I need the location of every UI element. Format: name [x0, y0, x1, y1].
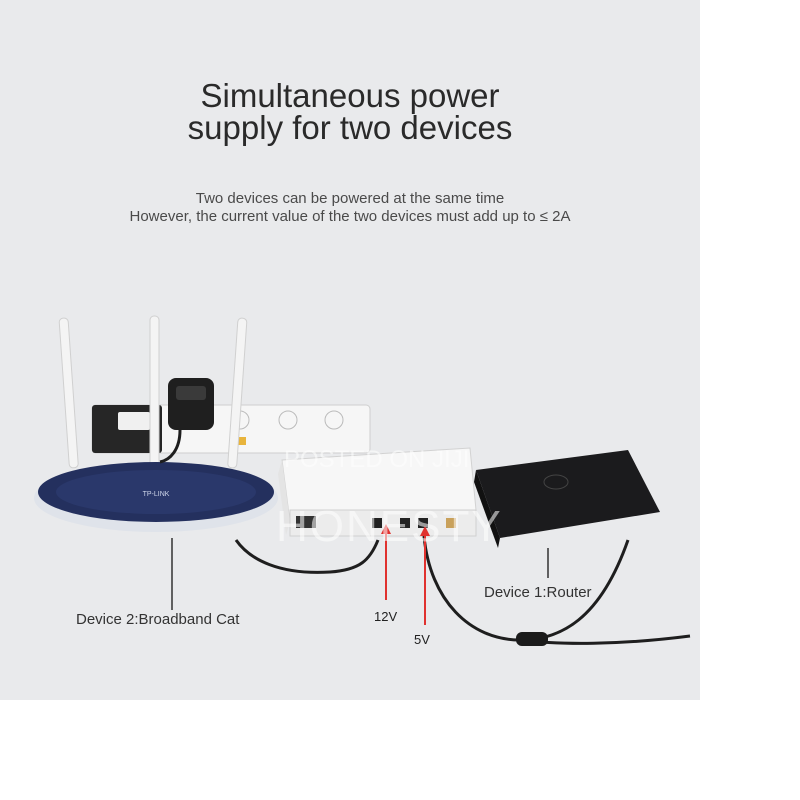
watermark-line-1: POSTED ON JIJI — [284, 446, 470, 473]
subtitle-line-1: Two devices can be powered at the same t… — [195, 190, 505, 207]
router-box — [474, 450, 660, 548]
devices-illustration: TP-LINK — [34, 315, 691, 646]
power-adapter — [168, 378, 214, 430]
cable-splitter — [516, 632, 548, 646]
power-supply-box — [278, 447, 477, 537]
voltage-5v-label: 5V — [414, 632, 430, 647]
headline-line-1: Simultaneous power — [200, 77, 500, 114]
broadband-modem: TP-LINK — [34, 462, 278, 532]
subtitle-line-2: However, the current value of the two de… — [129, 208, 571, 225]
svg-text:TP-LINK: TP-LINK — [143, 491, 170, 498]
image-panel: Simultaneous power supply for two device… — [0, 0, 700, 700]
device2-label: Device 2:Broadband Cat — [76, 611, 240, 628]
headline-line-2: supply for two devices — [187, 109, 513, 146]
voltage-12v-label: 12V — [374, 609, 398, 624]
watermark-line-2: HONESTY — [276, 502, 503, 551]
device1-label: Device 1:Router — [484, 584, 592, 601]
voltage-arrows — [381, 524, 430, 625]
router-antennas — [58, 315, 248, 469]
